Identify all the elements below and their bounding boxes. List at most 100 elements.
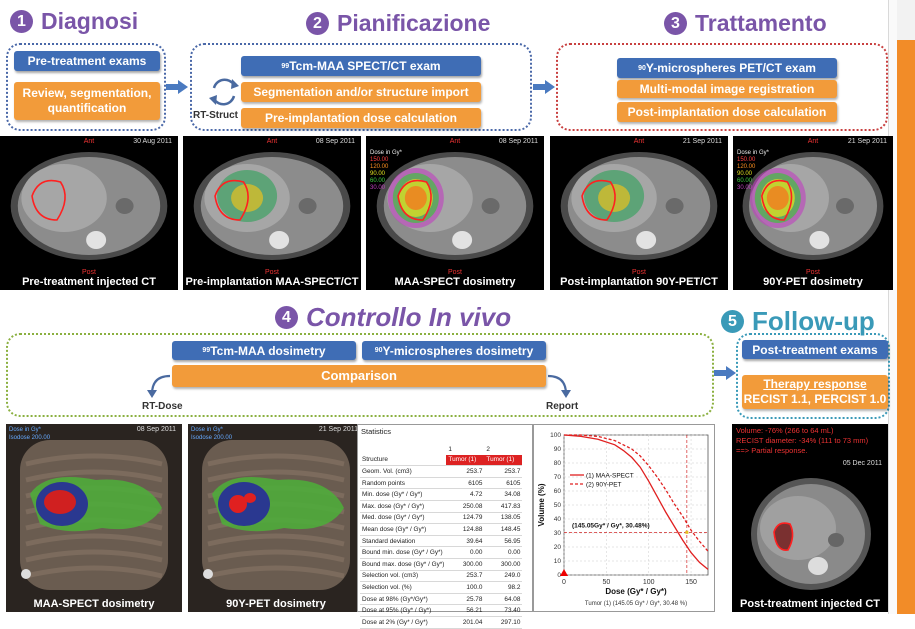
y-tick-label: 20	[554, 544, 562, 551]
y-tick-label: 0	[557, 572, 561, 579]
origin-marker	[560, 569, 568, 576]
anterior-label: Ant	[449, 138, 461, 145]
controllo-box	[6, 333, 714, 417]
table-cell: Mean dose (Gy* / Gy*)	[360, 523, 447, 536]
therapy-response-title: Therapy response	[763, 377, 867, 391]
step-5-number: 5	[721, 310, 744, 333]
table-cell: 0.00	[484, 546, 523, 559]
statistics-title: Statistics	[361, 427, 392, 436]
partial-response-text: ==> Partial response.	[736, 446, 808, 455]
table-cell: 300.00	[446, 558, 485, 571]
post-treatment-exams-button[interactable]: Post-treatment exams	[742, 340, 888, 359]
table-cell: Bound min. dose (Gy* / Gy*)	[360, 546, 447, 559]
x-axis-label: Dose (Gy* / Gy*)	[605, 587, 667, 596]
table-cell: 297.10	[484, 616, 523, 629]
table-header-cell: Tumor (1)	[446, 454, 485, 467]
arrow-right-icon	[166, 80, 188, 94]
ct-image	[193, 152, 351, 260]
table-cell: Geom. Vol. (cm3)	[360, 465, 447, 478]
ct-image	[560, 152, 718, 260]
table-cell: 417.83	[484, 500, 523, 513]
ct-image	[376, 152, 534, 260]
dose-legend-value: 150.00	[370, 157, 389, 163]
segmentation-button[interactable]: Segmentation and/or structure import	[241, 82, 481, 102]
table-cell: Bound max. dose (Gy* / Gy*)	[360, 558, 447, 571]
y-tick-label: 30	[554, 530, 562, 537]
table-cell: Standard deviation	[360, 535, 447, 548]
rt-dose-label: RT-Dose	[142, 401, 183, 412]
ct-image	[10, 152, 168, 260]
scan-date: 21 Sep 2011	[847, 138, 887, 145]
edge-strip	[889, 0, 897, 614]
table-cell: 100.0	[446, 581, 485, 594]
posterior-label: Post	[81, 269, 97, 276]
therapy-response-criteria: RECIST 1.1, PERCIST 1.0	[743, 392, 887, 406]
dose-legend-value: 60.00	[370, 178, 386, 184]
superscript-90: 90	[374, 347, 383, 354]
step-2-number: 2	[306, 12, 329, 35]
y-tick-label: 40	[554, 516, 562, 523]
scan-caption: Pre-treatment injected CT	[22, 276, 156, 288]
legend-label-1: (1) MAA-SPECT	[586, 473, 634, 480]
pre-treatment-exams-button[interactable]: Pre-treatment exams	[14, 51, 160, 71]
series-line-1	[563, 434, 709, 570]
recist-change-text: RECIST diameter: -34% (111 to 73 mm)	[736, 436, 869, 445]
isodose-value: Isodose 200.00	[9, 435, 51, 441]
legend-label-2: (2) 90Y-PET	[586, 482, 622, 489]
y-dosimetry-label: Y-microspheres dosimetry	[382, 343, 534, 358]
multi-modal-registration-button[interactable]: Multi-modal image registration	[617, 80, 837, 98]
crosshair-annotation: (145.05Gy* / Gy*, 30.48%)	[572, 522, 650, 529]
dose-legend-title: Dose in Gy*	[370, 150, 403, 156]
table-cell: 253.7	[484, 465, 523, 478]
posterior-label: Post	[805, 269, 821, 276]
y-axis-label: Volume (%)	[537, 483, 546, 526]
step-4-number: 4	[275, 306, 298, 329]
dose-legend-title: Dose in Gy*	[191, 427, 224, 433]
anterior-label: Ant	[266, 138, 278, 145]
review-segmentation-button[interactable]: Review, segmentation, quantification	[14, 82, 160, 120]
therapy-response-button[interactable]: Therapy response RECIST 1.1, PERCIST 1.0	[742, 375, 888, 409]
dose-legend-value: 90.00	[370, 171, 386, 177]
cycle-arrows-icon	[209, 78, 239, 106]
table-cell: 249.0	[484, 570, 523, 583]
isodose-legend: Dose in Gy*Isodose 200.00	[191, 426, 232, 442]
column-id: 2	[486, 445, 490, 453]
comparison-button[interactable]: Comparison	[172, 365, 546, 387]
scan-caption: MAA-SPECT dosimetry	[33, 598, 155, 610]
table-cell: 98.2	[484, 581, 523, 594]
rt-struct-label: RT-Struct	[193, 110, 238, 121]
dose-legend-value: 120.00	[737, 164, 756, 170]
step-3-label: Trattamento	[695, 10, 827, 36]
crosshair-marker	[685, 530, 689, 534]
pianificazione-box	[190, 43, 532, 131]
x-tick-label: 0	[562, 579, 566, 586]
table-cell: Dose at 2% (Gy* / Gy*)	[360, 616, 447, 629]
dose-legend-value: 30.00	[370, 185, 386, 191]
y-tick-label: 70	[554, 474, 562, 481]
scan-caption: MAA-SPECT dosimetry	[394, 276, 516, 288]
anterior-label: Ant	[633, 138, 645, 145]
y-tick-label: 100	[550, 432, 561, 439]
y-tick-label: 80	[554, 460, 562, 467]
scan-date: 21 Sep 2011	[682, 138, 722, 145]
post-implantation-dose-button[interactable]: Post-implantation dose calculation	[617, 102, 837, 122]
step-5-title: 5 Follow-up	[721, 306, 875, 337]
pre-implantation-dose-button[interactable]: Pre-implantation dose calculation	[241, 108, 481, 128]
posterior-label: Post	[264, 269, 280, 276]
